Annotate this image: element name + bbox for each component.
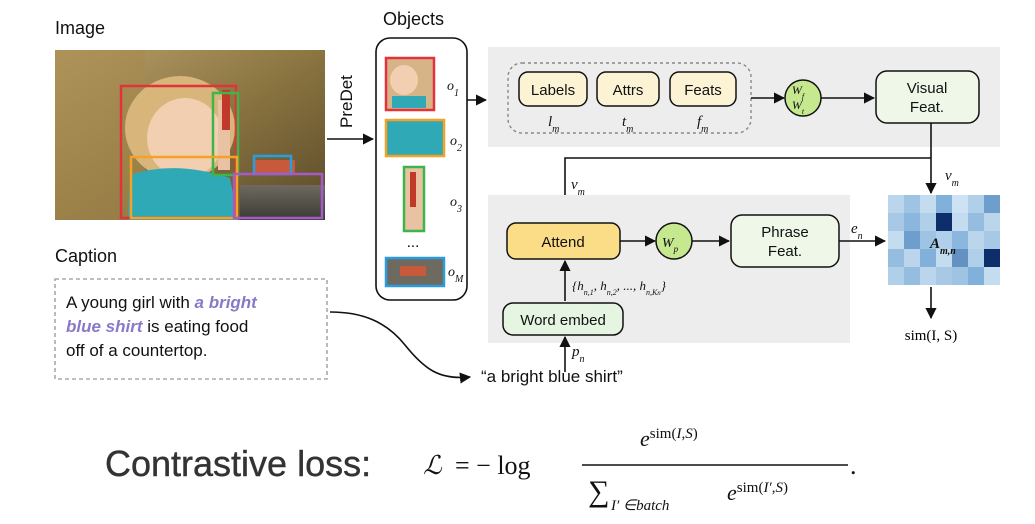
object-crop-3 — [402, 165, 426, 233]
matrix-cell — [936, 267, 952, 285]
objects-label: Objects — [383, 9, 444, 29]
labels-box — [518, 71, 588, 107]
matrix-cell — [968, 249, 984, 267]
matrix-cell — [904, 249, 920, 267]
attend-box-text: Attend — [541, 234, 584, 251]
matrix-cell — [888, 213, 904, 231]
caption-line3: off of a countertop. — [66, 341, 207, 360]
phrase-feat-line2: Feat. — [768, 243, 802, 260]
svg-text:∑: ∑ — [588, 475, 609, 508]
matrix-cell — [984, 249, 1000, 267]
attrs-box-text: Attrs — [613, 82, 644, 99]
object-crop-2 — [384, 118, 446, 158]
caption-line1: A young girl with a bright — [66, 293, 258, 312]
matrix-cell — [984, 195, 1000, 213]
caption-line1-plain: A young girl with — [66, 293, 195, 312]
matrix-cell — [968, 267, 984, 285]
visual-feat-box — [875, 70, 980, 124]
sim-label: sim(I, S) — [905, 328, 958, 344]
matrix-cell — [984, 213, 1000, 231]
matrix-cell — [904, 195, 920, 213]
vm-right-label: vm — [945, 168, 959, 189]
phrase-feat-line1: Phrase — [761, 224, 809, 241]
word-embed-text: Word embed — [520, 312, 606, 329]
caption-line2-plain: is eating food — [143, 317, 249, 336]
matrix-cell — [936, 231, 952, 249]
object-ellipsis: ... — [407, 234, 420, 251]
word-embed-box — [502, 302, 624, 336]
matrix-cell — [968, 213, 984, 231]
attribute-group — [507, 62, 752, 134]
visual-feat-line2: Feat. — [910, 99, 944, 116]
svg-text:ℒ: ℒ — [423, 451, 443, 480]
bbox-purple — [232, 172, 324, 220]
matrix-cell — [984, 231, 1000, 249]
vm-left-label: vm — [571, 177, 585, 198]
attrs-box — [596, 71, 660, 107]
feats-box-text: Feats — [684, 82, 722, 99]
svg-text:esim(I,S): esim(I,S) — [640, 426, 698, 451]
matrix-cell — [936, 213, 952, 231]
input-image — [55, 50, 325, 220]
matrix-cell — [904, 213, 920, 231]
matrix-cell — [920, 249, 936, 267]
matrix-cell — [952, 195, 968, 213]
svg-text:= − log: = − log — [455, 451, 531, 480]
caption-to-phrase-arrow — [329, 311, 472, 384]
caption-label: Caption — [55, 246, 117, 266]
image-label: Image — [55, 18, 105, 38]
loss-title: Contrastive loss: — [105, 443, 371, 484]
caption-box — [54, 278, 328, 380]
weight-wt: Wt — [792, 98, 805, 116]
matrix-cell — [920, 267, 936, 285]
matrix-cell — [952, 267, 968, 285]
matrix-cell — [888, 249, 904, 267]
svg-text:.: . — [850, 451, 857, 480]
hidden-states-label: {hn,1, hn,2, ..., hn,Kn} — [572, 278, 667, 297]
object-crop-1 — [384, 56, 436, 112]
svg-text:I′ ∈batch: I′ ∈batch — [610, 498, 669, 514]
labels-box-text: Labels — [531, 82, 575, 99]
matrix-cell — [888, 195, 904, 213]
caption-line2: blue shirt is eating food — [66, 317, 248, 336]
caption-line1-highlight: a bright — [195, 293, 259, 312]
matrix-cell — [984, 267, 1000, 285]
object-crop-m — [384, 256, 446, 288]
visual-feat-line1: Visual — [907, 80, 948, 97]
matrix-cell — [952, 231, 968, 249]
labels-var: lm — [548, 114, 559, 135]
bbox-orange — [129, 155, 239, 220]
matrix-cell — [888, 231, 904, 249]
matrix-cell — [936, 195, 952, 213]
matrix-cell — [952, 213, 968, 231]
matrix-cell — [952, 249, 968, 267]
matrix-cell — [904, 267, 920, 285]
matrix-cell — [888, 267, 904, 285]
matrix-cell — [904, 231, 920, 249]
attrs-var: tm — [622, 114, 633, 135]
en-label: en — [851, 221, 863, 242]
matrix-cell — [936, 249, 952, 267]
loss-formula: ℒ = − log esim(I,S) ∑ I′ ∈batch esim(I′,… — [423, 426, 857, 514]
matrix-cell — [968, 195, 984, 213]
matrix-cell — [920, 213, 936, 231]
bbox-green — [211, 91, 240, 177]
matrix-cell — [920, 231, 936, 249]
pn-label: pn — [571, 344, 585, 365]
svg-text:esim(I′,S): esim(I′,S) — [727, 480, 788, 505]
phrase-text: “a bright blue shirt” — [481, 367, 623, 386]
feats-var: fm — [697, 114, 708, 135]
feats-box — [669, 71, 737, 107]
matrix-cell — [920, 195, 936, 213]
matrix-cell — [968, 231, 984, 249]
predet-label: PreDet — [337, 75, 356, 128]
caption-line2-highlight: blue shirt — [66, 317, 144, 336]
similarity-matrix — [888, 195, 1000, 285]
